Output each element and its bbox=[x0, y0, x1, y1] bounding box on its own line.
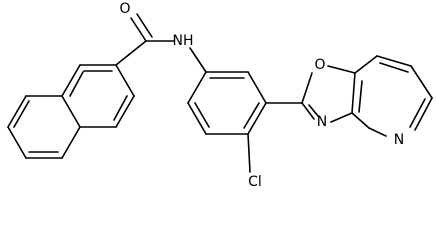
bond-carbonyl bbox=[130, 17, 147, 42]
bond bbox=[247, 71, 267, 104]
bond bbox=[61, 95, 81, 128]
bonds bbox=[7, 13, 433, 173]
oxazole-nitrogen-label: N bbox=[317, 114, 327, 130]
pyridine-nitrogen-label: N bbox=[394, 132, 404, 148]
bond-double-inner bbox=[379, 62, 409, 73]
carbonyl-oxygen-label: O bbox=[119, 1, 130, 17]
bond bbox=[115, 40, 147, 66]
bond bbox=[368, 127, 387, 137]
bond-double-inner bbox=[358, 80, 363, 113]
oxazole-oxygen-label: O bbox=[314, 57, 325, 73]
chlorine-label: Cl bbox=[248, 174, 262, 189]
amide-nh-label: NH bbox=[173, 33, 194, 49]
bond bbox=[414, 97, 433, 131]
bond bbox=[354, 55, 378, 74]
bond bbox=[115, 64, 135, 97]
atom-labels: O NH O N N Cl bbox=[119, 1, 404, 189]
bond bbox=[247, 133, 251, 173]
bond bbox=[61, 126, 81, 159]
bond bbox=[189, 47, 207, 73]
bond bbox=[7, 126, 27, 159]
bond bbox=[301, 102, 315, 120]
bond bbox=[61, 64, 81, 97]
bond bbox=[351, 72, 356, 114]
bond bbox=[7, 95, 27, 128]
bond bbox=[327, 65, 356, 74]
bond-double-inner bbox=[243, 102, 260, 129]
bond bbox=[351, 112, 370, 129]
bond bbox=[187, 71, 207, 104]
bond-carbonyl bbox=[136, 13, 153, 38]
bond-double-inner bbox=[409, 98, 426, 128]
bond-double-inner bbox=[308, 104, 319, 117]
bond bbox=[187, 102, 207, 135]
bond bbox=[247, 102, 267, 135]
bond bbox=[301, 72, 313, 104]
bond-double-inner bbox=[194, 102, 210, 128]
bond-double-inner bbox=[113, 95, 128, 121]
bond bbox=[410, 65, 433, 99]
bond-double-inner bbox=[13, 100, 30, 128]
bond bbox=[115, 95, 135, 128]
bond-double-inner bbox=[69, 71, 84, 97]
bond bbox=[330, 112, 353, 123]
chemical-structure-diagram: O NH O N N Cl bbox=[7, 1, 433, 189]
bond bbox=[376, 55, 412, 67]
